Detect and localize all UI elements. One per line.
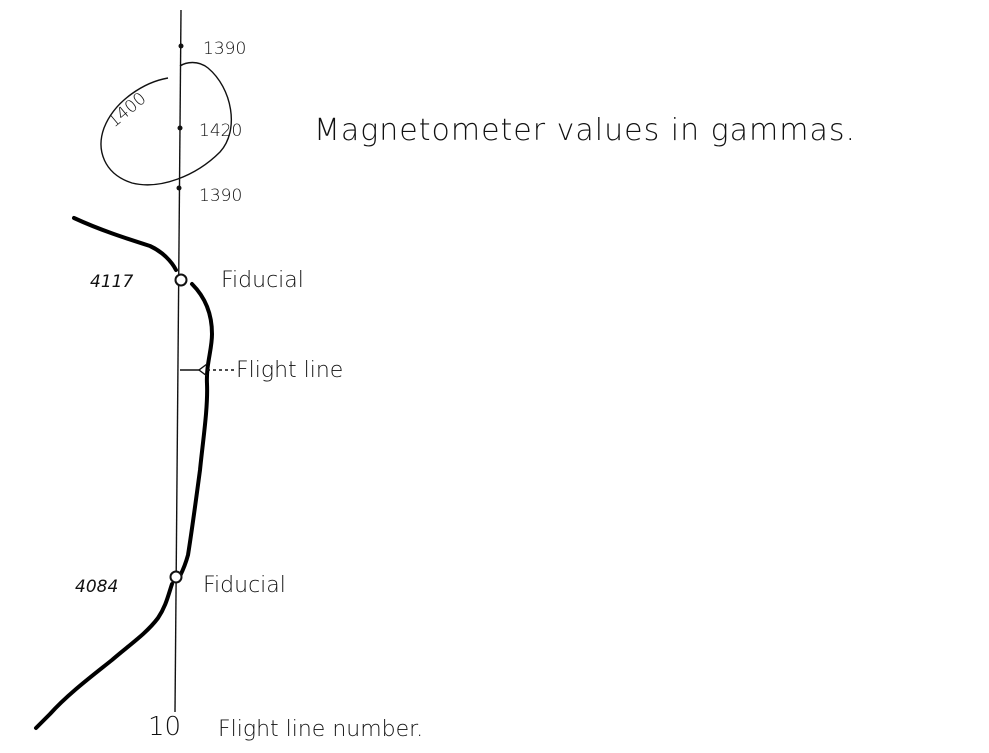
magnetometer-reading-middle: 1420	[199, 121, 242, 141]
magnetometer-reading-top: 1390	[203, 39, 246, 59]
fiducial-number-2: 4084	[75, 577, 118, 597]
flight-line-number: 10	[148, 712, 181, 742]
magnetometer-reading-bottom: 1390	[199, 186, 242, 206]
flight-line-label: Flight line	[236, 358, 343, 383]
contour-value-label: 1400	[104, 89, 150, 132]
fiducial-marker-2	[169, 570, 183, 584]
fiducial-number-1: 4117	[90, 272, 133, 292]
track-right-segment	[178, 282, 214, 578]
callout-arrow	[197, 363, 208, 377]
fiducial-marker-1	[174, 273, 188, 287]
tick-mark-bottom	[176, 185, 182, 191]
fiducial-label-1: Fiducial	[221, 268, 304, 293]
tick-mark-middle	[177, 125, 183, 131]
flight-line-number-label: Flight line number.	[218, 717, 423, 742]
track-lower-tail	[34, 582, 174, 730]
flight-line	[174, 9, 182, 713]
track-upper-left	[72, 216, 178, 272]
fiducial-label-2: Fiducial	[203, 573, 286, 598]
tick-mark-top	[178, 43, 184, 49]
magnetometer-description: Magnetometer values in gammas.	[314, 113, 856, 148]
contour-loop	[100, 61, 232, 186]
